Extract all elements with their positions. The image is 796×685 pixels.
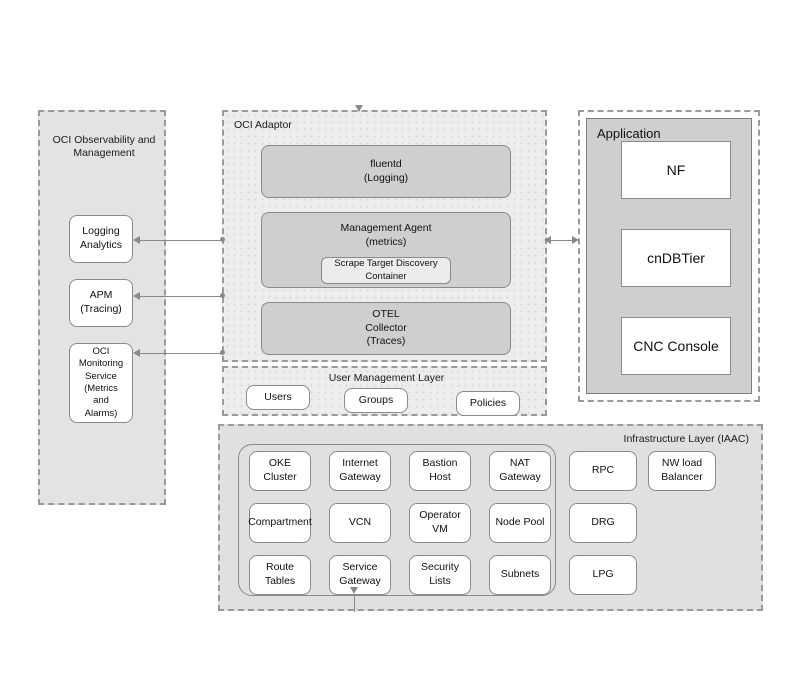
vcn-box[interactable]: VCN	[329, 503, 391, 543]
infrastructure-core-container	[238, 444, 556, 596]
subnets-label: Subnets	[500, 568, 540, 581]
rpc-label: RPC	[591, 464, 615, 477]
node-pool-label: Node Pool	[495, 516, 545, 529]
oci-adaptor-panel: OCI Adaptor fluentd (Logging) Management…	[222, 110, 547, 362]
cnc-console-label: CNC Console	[633, 338, 719, 354]
application-panel: Application NF cnDBTier CNC Console	[578, 110, 760, 402]
policies-box[interactable]: Policies	[456, 391, 520, 416]
service-gateway-box[interactable]: Service Gateway	[329, 555, 391, 595]
cndbtier-label: cnDBTier	[647, 250, 705, 266]
scrape-target-discovery-container-box[interactable]: Scrape Target Discovery Container	[321, 257, 451, 284]
otel-collector-box[interactable]: OTEL Collector (Traces)	[261, 302, 511, 355]
service-gateway-label: Service Gateway	[339, 561, 381, 587]
policies-label: Policies	[469, 396, 507, 409]
operator-vm-box[interactable]: Operator VM	[409, 503, 471, 543]
oci-observability-management-title: OCI Observability and Management	[52, 134, 156, 160]
apm-tracing-label: APM (Tracing)	[80, 289, 122, 315]
oci-monitoring-service-label: OCI Monitoring Service (Metrics and Alar…	[78, 345, 124, 419]
compartment-box[interactable]: Compartment	[248, 503, 312, 543]
subnets-box[interactable]: Subnets	[489, 555, 551, 595]
connector-adaptor-to-apm	[139, 296, 223, 297]
lpg-label: LPG	[592, 568, 614, 581]
compartment-label: Compartment	[248, 516, 312, 529]
infrastructure-core-outbound-line	[354, 594, 355, 612]
rpc-box[interactable]: RPC	[569, 451, 637, 491]
users-box[interactable]: Users	[246, 385, 310, 410]
operator-vm-label: Operator VM	[419, 509, 461, 535]
connector-arrow-logging-analytics-icon	[133, 236, 140, 244]
groups-label: Groups	[358, 393, 394, 406]
drg-label: DRG	[591, 516, 615, 529]
users-label: Users	[264, 390, 292, 403]
infrastructure-layer-panel: Infrastructure Layer (IAAC) OKE Cluster …	[218, 424, 763, 611]
drg-box[interactable]: DRG	[569, 503, 637, 543]
nw-load-balancer-box[interactable]: NW load Balancer	[648, 451, 716, 491]
node-pool-box[interactable]: Node Pool	[489, 503, 551, 543]
otel-collector-label: OTEL Collector (Traces)	[365, 308, 407, 348]
infrastructure-core-outbound-arrow-icon	[350, 587, 358, 594]
lpg-box[interactable]: LPG	[569, 555, 637, 595]
connector-arrow-adaptor-to-application-icon	[572, 236, 579, 244]
cndbtier-box[interactable]: cnDBTier	[621, 229, 731, 287]
internet-gateway-box[interactable]: Internet Gateway	[329, 451, 391, 491]
logging-analytics-label: Logging Analytics	[79, 225, 122, 251]
connector-adaptor-to-oci-monitoring	[139, 353, 223, 354]
application-title: Application	[597, 126, 661, 141]
vcn-label: VCN	[348, 516, 372, 529]
connector-arrow-oci-monitoring-icon	[133, 349, 140, 357]
fluentd-logging-box[interactable]: fluentd (Logging)	[261, 145, 511, 198]
nat-gateway-label: NAT Gateway	[499, 457, 541, 483]
user-management-layer-title: User Management Layer	[328, 372, 445, 384]
connector-adaptor-to-application	[549, 240, 577, 241]
connector-arrow-apm-icon	[133, 292, 140, 300]
nw-load-balancer-label: NW load Balancer	[661, 457, 703, 483]
bastion-host-label: Bastion Host	[422, 457, 458, 483]
groups-box[interactable]: Groups	[344, 388, 408, 413]
nf-box[interactable]: NF	[621, 141, 731, 199]
security-lists-label: Security Lists	[421, 561, 459, 587]
nat-gateway-box[interactable]: NAT Gateway	[489, 451, 551, 491]
route-tables-box[interactable]: Route Tables	[249, 555, 311, 595]
logging-analytics-box[interactable]: Logging Analytics	[69, 215, 133, 263]
cnc-console-box[interactable]: CNC Console	[621, 317, 731, 375]
adaptor-top-inbound-arrow-icon	[355, 105, 363, 112]
management-agent-label: Management Agent (metrics)	[340, 222, 432, 248]
connector-adaptor-to-logging-analytics	[139, 240, 223, 241]
fluentd-logging-label: fluentd (Logging)	[363, 157, 409, 184]
connector-endpoint-dot-apm	[220, 293, 225, 298]
oke-cluster-box[interactable]: OKE Cluster	[249, 451, 311, 491]
connector-endpoint-dot-monitoring	[220, 350, 225, 355]
scrape-target-discovery-container-label: Scrape Target Discovery Container	[334, 258, 438, 282]
route-tables-label: Route Tables	[264, 561, 296, 587]
bastion-host-box[interactable]: Bastion Host	[409, 451, 471, 491]
infrastructure-layer-title: Infrastructure Layer (IAAC)	[623, 433, 749, 445]
oci-adaptor-title: OCI Adaptor	[234, 119, 292, 131]
oci-monitoring-service-box[interactable]: OCI Monitoring Service (Metrics and Alar…	[69, 343, 133, 423]
user-management-layer-panel: User Management Layer Users Groups Polic…	[222, 366, 547, 416]
application-inner-container: Application NF cnDBTier CNC Console	[586, 118, 752, 394]
connector-endpoint-dot-logging	[220, 237, 225, 242]
nf-label: NF	[666, 162, 686, 178]
internet-gateway-label: Internet Gateway	[339, 457, 381, 483]
oke-cluster-label: OKE Cluster	[263, 457, 297, 483]
connector-arrow-application-to-adaptor-icon	[544, 236, 551, 244]
security-lists-box[interactable]: Security Lists	[409, 555, 471, 595]
oci-observability-management-panel: OCI Observability and Management Logging…	[38, 110, 166, 505]
apm-tracing-box[interactable]: APM (Tracing)	[69, 279, 133, 327]
